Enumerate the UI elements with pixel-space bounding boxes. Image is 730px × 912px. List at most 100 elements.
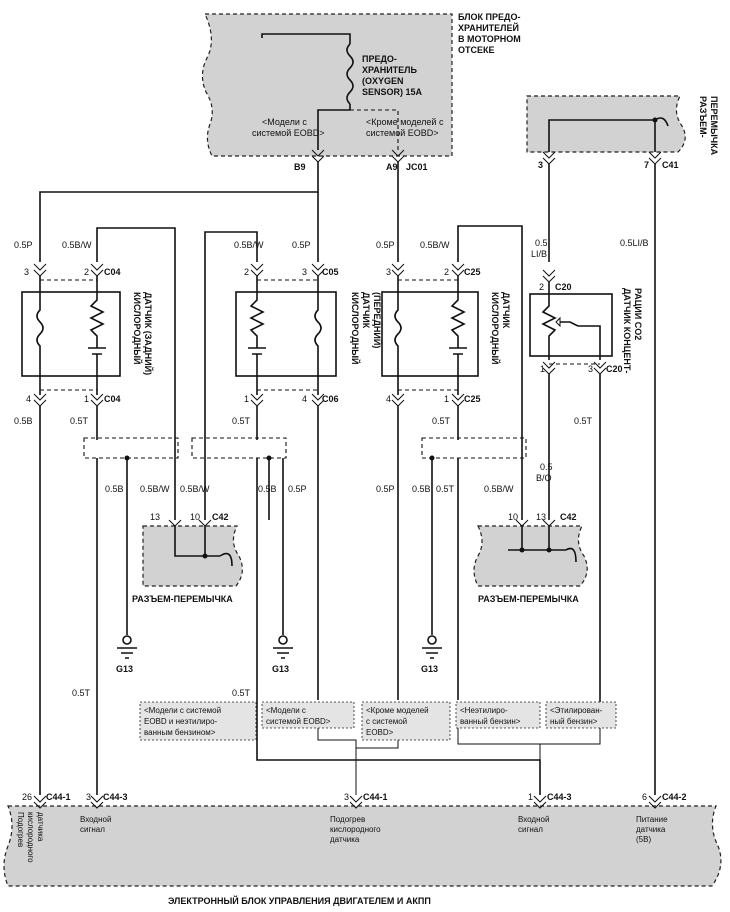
svg-text:13: 13 xyxy=(536,512,546,522)
svg-text:1: 1 xyxy=(540,364,545,374)
svg-text:C25: C25 xyxy=(464,394,481,404)
svg-text:10: 10 xyxy=(508,512,518,522)
svg-text:C44-3: C44-3 xyxy=(547,792,572,802)
svg-text:0.5T: 0.5T xyxy=(432,416,451,426)
svg-text:2: 2 xyxy=(84,267,89,277)
variant-tag-leaded: <Этилирован- ный бензин> xyxy=(545,701,617,729)
joint-connector-right xyxy=(473,525,588,587)
svg-text:<Кроме моделей с: <Кроме моделей с xyxy=(366,117,444,127)
ecu-pin-6: 6 C44-2 xyxy=(642,792,687,809)
svg-text:кислородного: кислородного xyxy=(330,825,381,834)
svg-text:0.5B/W: 0.5B/W xyxy=(234,240,264,250)
ecu-pin-3b: 3 C44-1 xyxy=(344,792,388,809)
svg-text:4: 4 xyxy=(302,394,307,404)
svg-text:сигнал: сигнал xyxy=(518,825,543,834)
svg-text:1: 1 xyxy=(244,394,249,404)
svg-text:2: 2 xyxy=(444,267,449,277)
svg-text:0.5B/W: 0.5B/W xyxy=(180,484,210,494)
svg-text:3: 3 xyxy=(538,160,543,170)
svg-text:0.5P: 0.5P xyxy=(14,240,33,250)
svg-text:Входной: Входной xyxy=(518,815,549,824)
svg-text:0.5B: 0.5B xyxy=(14,416,33,426)
svg-text:0.5P: 0.5P xyxy=(376,484,395,494)
svg-text:C20: C20 xyxy=(555,282,572,292)
ecu-func-input-2: Входной сигнал xyxy=(518,815,549,834)
pin-a9: A9 xyxy=(386,162,398,172)
svg-text:системой EOBD>: системой EOBD> xyxy=(366,128,439,138)
svg-text:кислородного: кислородного xyxy=(26,812,35,863)
ecu-pin-1: 1 C44-3 xyxy=(528,792,572,809)
svg-text:C44-1: C44-1 xyxy=(363,792,388,802)
svg-text:ванным бензином>: ванным бензином> xyxy=(144,728,216,737)
svg-text:ХРАНИТЕЛЕЙ: ХРАНИТЕЛЕЙ xyxy=(458,22,519,33)
ground-label-2: G13 xyxy=(272,664,289,674)
svg-text:<Модели с: <Модели с xyxy=(266,706,306,715)
svg-text:0.5T: 0.5T xyxy=(232,688,251,698)
svg-text:ванный бензин>: ванный бензин> xyxy=(460,717,521,726)
wire-05lib: 0.5LI/B xyxy=(620,238,649,248)
svg-text:0.5P: 0.5P xyxy=(292,240,311,250)
svg-text:<Неэтилиро-: <Неэтилиро- xyxy=(460,706,508,715)
svg-text:0.5B/W: 0.5B/W xyxy=(140,484,170,494)
joint-connector-top-title: РАЗЪЕМ- ПЕРЕМЫЧКА xyxy=(698,96,719,156)
svg-text:C04: C04 xyxy=(104,267,121,277)
svg-text:ПРЕДО-: ПРЕДО- xyxy=(362,54,397,64)
shield-box-2 xyxy=(191,437,287,459)
ecu-func-heater-rear: Подогрев кислородного датчика xyxy=(16,812,45,863)
svg-text:C42: C42 xyxy=(212,512,229,522)
svg-text:В МОТОРНОМ: В МОТОРНОМ xyxy=(458,34,521,44)
svg-text:C06: C06 xyxy=(322,394,339,404)
variant-tag-eobd-unleaded: <Модели с системой EOBD и неэтилиро- ван… xyxy=(139,701,257,741)
connector-jc01: JC01 xyxy=(406,162,428,172)
svg-text:системой EOBD>: системой EOBD> xyxy=(266,717,331,726)
svg-text:<Кроме моделей: <Кроме моделей xyxy=(366,706,429,715)
svg-text:3: 3 xyxy=(344,792,349,802)
svg-text:C44-3: C44-3 xyxy=(103,792,128,802)
svg-text:0.5P: 0.5P xyxy=(288,484,307,494)
shield-box-3 xyxy=(421,437,527,459)
svg-text:(5В): (5В) xyxy=(636,835,651,844)
svg-text:0.5T: 0.5T xyxy=(232,416,251,426)
svg-text:КИСЛОРОДНЫЙ: КИСЛОРОДНЫЙ xyxy=(350,292,361,365)
svg-text:C05: C05 xyxy=(322,267,339,277)
svg-text:3: 3 xyxy=(588,364,593,374)
svg-text:4: 4 xyxy=(386,394,391,404)
svg-text:0.5: 0.5 xyxy=(540,462,553,472)
svg-text:0.5P: 0.5P xyxy=(376,240,395,250)
shield-box-1 xyxy=(83,437,179,459)
oxygen-sensor-3 xyxy=(381,291,479,377)
svg-text:0.5B: 0.5B xyxy=(412,484,431,494)
svg-text:0.5B/W: 0.5B/W xyxy=(62,240,92,250)
svg-text:2: 2 xyxy=(244,267,249,277)
svg-text:ный бензин>: ный бензин> xyxy=(550,717,598,726)
svg-text:ДАТЧИК (ЗАДНИЙ): ДАТЧИК (ЗАДНИЙ) xyxy=(143,292,154,375)
svg-text:РАЗЪЕМ-: РАЗЪЕМ- xyxy=(698,96,708,138)
fuse-label: ПРЕДО- ХРАНИТЕЛЬ (OXYGEN SENSOR) 15A xyxy=(362,54,423,97)
ground-icon xyxy=(422,635,442,659)
ecu-func-input-1: Входной сигнал xyxy=(80,815,111,834)
svg-text:<Этилирован-: <Этилирован- xyxy=(550,706,603,715)
fuse-symbol xyxy=(346,43,354,105)
svg-text:C41: C41 xyxy=(662,160,679,170)
svg-text:датчика: датчика xyxy=(636,825,666,834)
svg-text:0.5B: 0.5B xyxy=(258,484,277,494)
svg-text:БЛОК ПРЕДО-: БЛОК ПРЕДО- xyxy=(458,12,520,22)
svg-text:КИСЛОРОДНЫЙ: КИСЛОРОДНЫЙ xyxy=(490,292,501,365)
svg-text:2: 2 xyxy=(539,282,544,292)
svg-text:26: 26 xyxy=(22,792,32,802)
ground-icon xyxy=(117,635,137,659)
ground-label-1: G13 xyxy=(116,664,133,674)
svg-text:3: 3 xyxy=(386,267,391,277)
svg-text:0.5B/W: 0.5B/W xyxy=(484,484,514,494)
svg-text:3: 3 xyxy=(302,267,307,277)
svg-text:ДАТЧИК: ДАТЧИК xyxy=(361,292,371,329)
variant-tag-non-eobd: <Кроме моделей с системой EOBD> xyxy=(361,701,451,741)
svg-text:6: 6 xyxy=(642,792,647,802)
svg-text:C25: C25 xyxy=(464,267,481,277)
svg-text:ОТСЕКЕ: ОТСЕКЕ xyxy=(458,45,495,55)
svg-text:системой EOBD>: системой EOBD> xyxy=(252,128,325,138)
svg-text:0.5B: 0.5B xyxy=(105,484,124,494)
svg-text:ПЕРЕМЫЧКА: ПЕРЕМЫЧКА xyxy=(709,96,719,156)
svg-text:1: 1 xyxy=(528,792,533,802)
